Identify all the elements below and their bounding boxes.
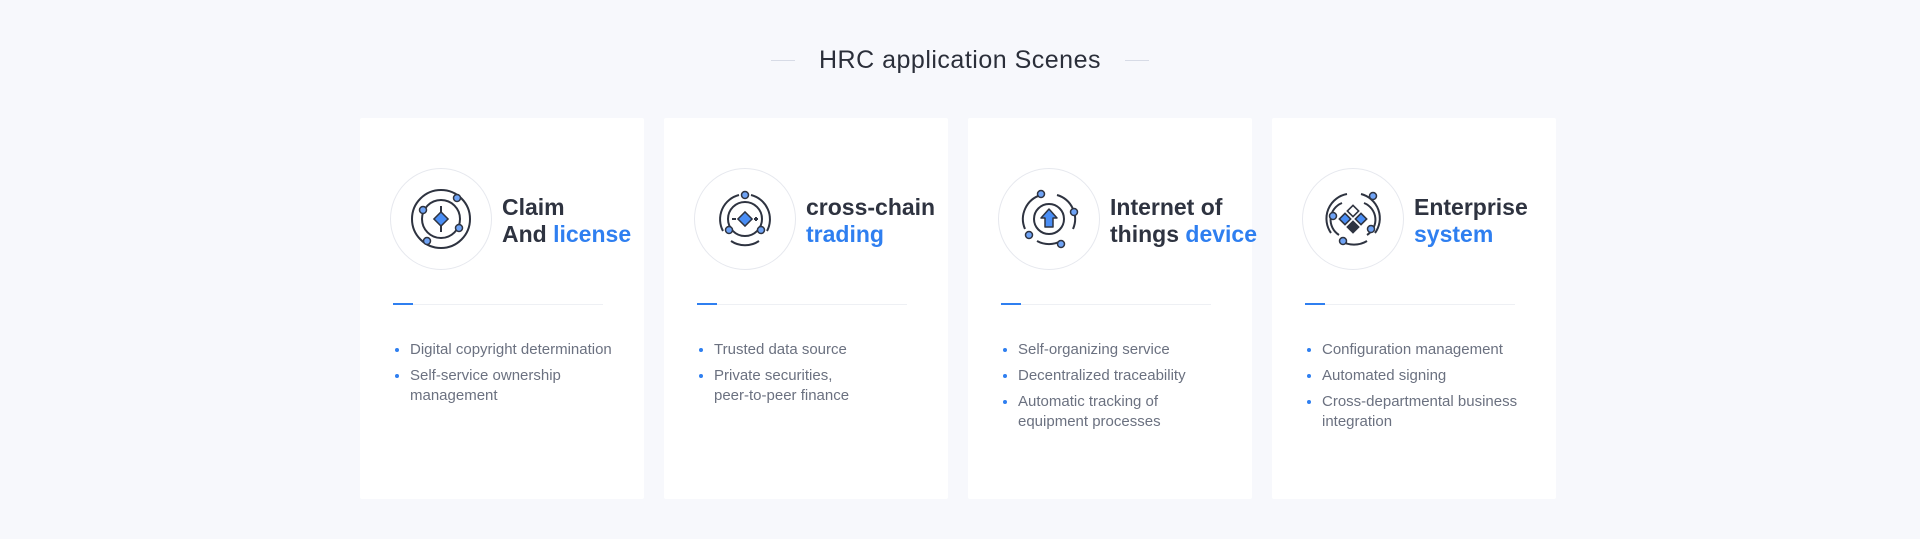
feature-list: Self-organizing service Decentralized tr… [1002, 340, 1186, 438]
iot-device-icon [998, 168, 1100, 270]
bullet-dot-icon [1307, 374, 1311, 378]
bullet-dot-icon [1307, 348, 1311, 352]
divider-accent [393, 303, 413, 305]
heading-line-1: Claim [502, 194, 565, 220]
divider [1001, 304, 1211, 305]
enterprise-system-icon [1302, 168, 1404, 270]
heading-line-2: And license [502, 221, 631, 248]
scene-card-cross-chain[interactable]: cross-chain trading Trusted data source … [664, 118, 948, 499]
bullet-dot-icon [699, 374, 703, 378]
bullet-dot-icon [1003, 348, 1007, 352]
list-item: Digital copyright determination [394, 340, 612, 360]
scene-card-enterprise-system[interactable]: Enterprise system Configuration manageme… [1272, 118, 1556, 499]
heading-plain: things [1110, 221, 1186, 247]
feature-list: Trusted data source Private securities,p… [698, 340, 849, 412]
card-heading: cross-chain trading [806, 194, 935, 248]
heading-line-2: system [1414, 221, 1528, 248]
divider [393, 304, 603, 305]
scene-cards: Claim And license Digital copyright dete… [360, 118, 1556, 499]
divider-accent [697, 303, 717, 305]
heading-line-1: Enterprise [1414, 194, 1528, 220]
card-heading: Enterprise system [1414, 194, 1528, 248]
heading-line-2: trading [806, 221, 935, 248]
cross-chain-icon [694, 168, 796, 270]
divider-accent [1001, 303, 1021, 305]
divider [1305, 304, 1515, 305]
list-item: Configuration management [1306, 340, 1517, 360]
list-item: Private securities,peer-to-peer finance [698, 366, 849, 406]
bullet-dot-icon [1003, 400, 1007, 404]
heading-accent: system [1414, 221, 1494, 247]
card-heading: Internet of things device [1110, 194, 1257, 248]
heading-line-1: Internet of [1110, 194, 1223, 220]
card-heading: Claim And license [502, 194, 631, 248]
divider [697, 304, 907, 305]
scene-card-claim-license[interactable]: Claim And license Digital copyright dete… [360, 118, 644, 499]
title-right-line [1124, 59, 1149, 61]
bullet-dot-icon [699, 348, 703, 352]
feature-list: Configuration management Automated signi… [1306, 340, 1517, 438]
bullet-dot-icon [395, 374, 399, 378]
heading-line-2: things device [1110, 221, 1257, 248]
title-left-line [771, 59, 795, 61]
section-title: HRC application Scenes [819, 45, 1101, 74]
bullet-dot-icon [395, 348, 399, 352]
list-item: Self-organizing service [1002, 340, 1186, 360]
bullet-dot-icon [1307, 400, 1311, 404]
list-item: Automated signing [1306, 366, 1517, 386]
feature-list: Digital copyright determination Self-ser… [394, 340, 612, 412]
claim-license-icon [390, 168, 492, 270]
heading-line-1: cross-chain [806, 194, 936, 220]
heading-plain: And [502, 221, 554, 247]
list-item: Decentralized traceability [1002, 366, 1186, 386]
heading-accent: trading [806, 221, 884, 247]
bullet-dot-icon [1003, 374, 1007, 378]
heading-accent: license [553, 221, 632, 247]
heading-accent: device [1185, 221, 1257, 247]
scene-card-iot-device[interactable]: Internet of things device Self-organizin… [968, 118, 1257, 499]
section-header: HRC application Scenes [0, 40, 1920, 80]
list-item: Trusted data source [698, 340, 849, 360]
divider-accent [1305, 303, 1325, 305]
